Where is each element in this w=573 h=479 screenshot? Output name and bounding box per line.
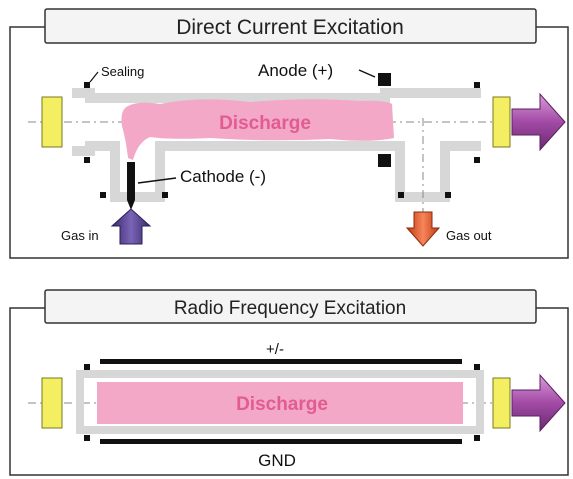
rf-top-electrode [100, 359, 462, 364]
dc-anode-label: Anode (+) [258, 61, 333, 80]
rf-panel-title: Radio Frequency Excitation [174, 298, 406, 319]
dc-output-arrow [511, 92, 566, 152]
dc-anode-bottom [378, 154, 391, 167]
rf-tube [76, 370, 484, 434]
dc-panel-border [9, 26, 569, 259]
dc-gas-out-arrow [405, 211, 441, 247]
dc-sealing-dots [84, 82, 480, 198]
dc-sealing-label: Sealing [101, 64, 144, 79]
rf-title-box [44, 289, 537, 324]
rf-excitation-panel: Radio Frequency Excitation +/- GND Disch… [9, 289, 569, 476]
dc-cathode-label: Cathode (-) [180, 167, 266, 186]
dc-right-window [492, 96, 511, 148]
rf-discharge [97, 382, 463, 424]
dc-discharge-label: Discharge [219, 113, 311, 134]
rf-discharge-label: Discharge [236, 394, 328, 415]
rf-left-window [41, 377, 63, 429]
rf-top-electrode-label: +/- [266, 341, 284, 358]
dc-anode-leader [358, 69, 376, 78]
rf-bottom-electrode [100, 439, 462, 444]
rf-sealing-dots [84, 364, 480, 441]
dc-anode-top [378, 73, 391, 86]
dc-sealing-leader [89, 71, 99, 83]
dc-excitation-panel: Direct Current Excitation Discharge [9, 8, 569, 259]
dc-gas-out-label: Gas out [446, 228, 492, 243]
rf-right-window [492, 377, 511, 429]
dc-tube [72, 88, 481, 202]
dc-title-box [44, 8, 537, 44]
dc-left-window [41, 96, 63, 148]
dc-gas-in-label: Gas in [61, 228, 99, 243]
rf-output-arrow [511, 373, 566, 433]
dc-cathode-leader [137, 177, 177, 184]
dc-cathode [127, 162, 135, 210]
dc-gas-in-arrow [110, 208, 152, 245]
dc-discharge [121, 99, 394, 160]
dc-panel-title: Direct Current Excitation [176, 16, 404, 39]
rf-panel-border [9, 307, 569, 476]
rf-bottom-electrode-label: GND [258, 451, 296, 470]
